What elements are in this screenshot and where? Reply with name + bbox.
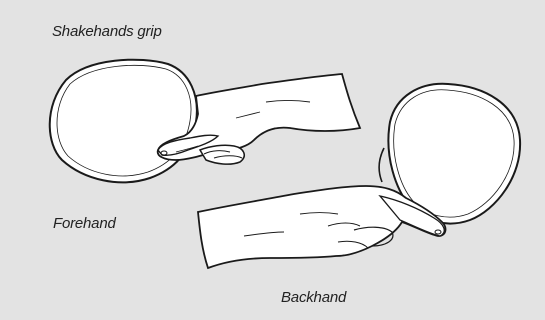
forehand-paddle-icon [50,60,197,183]
backhand-label: Backhand [281,290,346,305]
backhand-hand-icon [198,186,445,268]
forehand-label: Forehand [53,216,116,231]
